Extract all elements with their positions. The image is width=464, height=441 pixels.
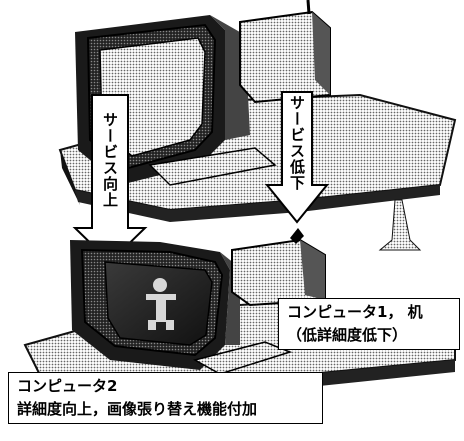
caption-computer1-line1: コンピュータ1， 机: [287, 303, 423, 321]
screen-figure: [146, 278, 176, 330]
lower-monitor: [70, 240, 240, 370]
caption-computer1: コンピュータ1， 机 （低詳細度低下）: [278, 298, 460, 350]
lower-box: [231, 228, 326, 307]
caption-computer2-line2: 詳細度向上，画像張り替え機能付加: [17, 400, 258, 418]
label-service-up: サービス向上: [101, 112, 119, 208]
label-service-down: サービス低下: [288, 95, 306, 191]
arrow-service-down: [264, 91, 330, 224]
caption-computer2-line1: コンピュータ2: [17, 377, 118, 395]
caption-computer1-line2: （低詳細度低下）: [287, 326, 408, 344]
lower-keyboard: [193, 341, 293, 375]
upper-keyboard: [148, 147, 277, 186]
upper-box: [239, 0, 331, 104]
caption-computer2: コンピュータ2 詳細度向上，画像張り替え機能付加: [8, 372, 323, 424]
